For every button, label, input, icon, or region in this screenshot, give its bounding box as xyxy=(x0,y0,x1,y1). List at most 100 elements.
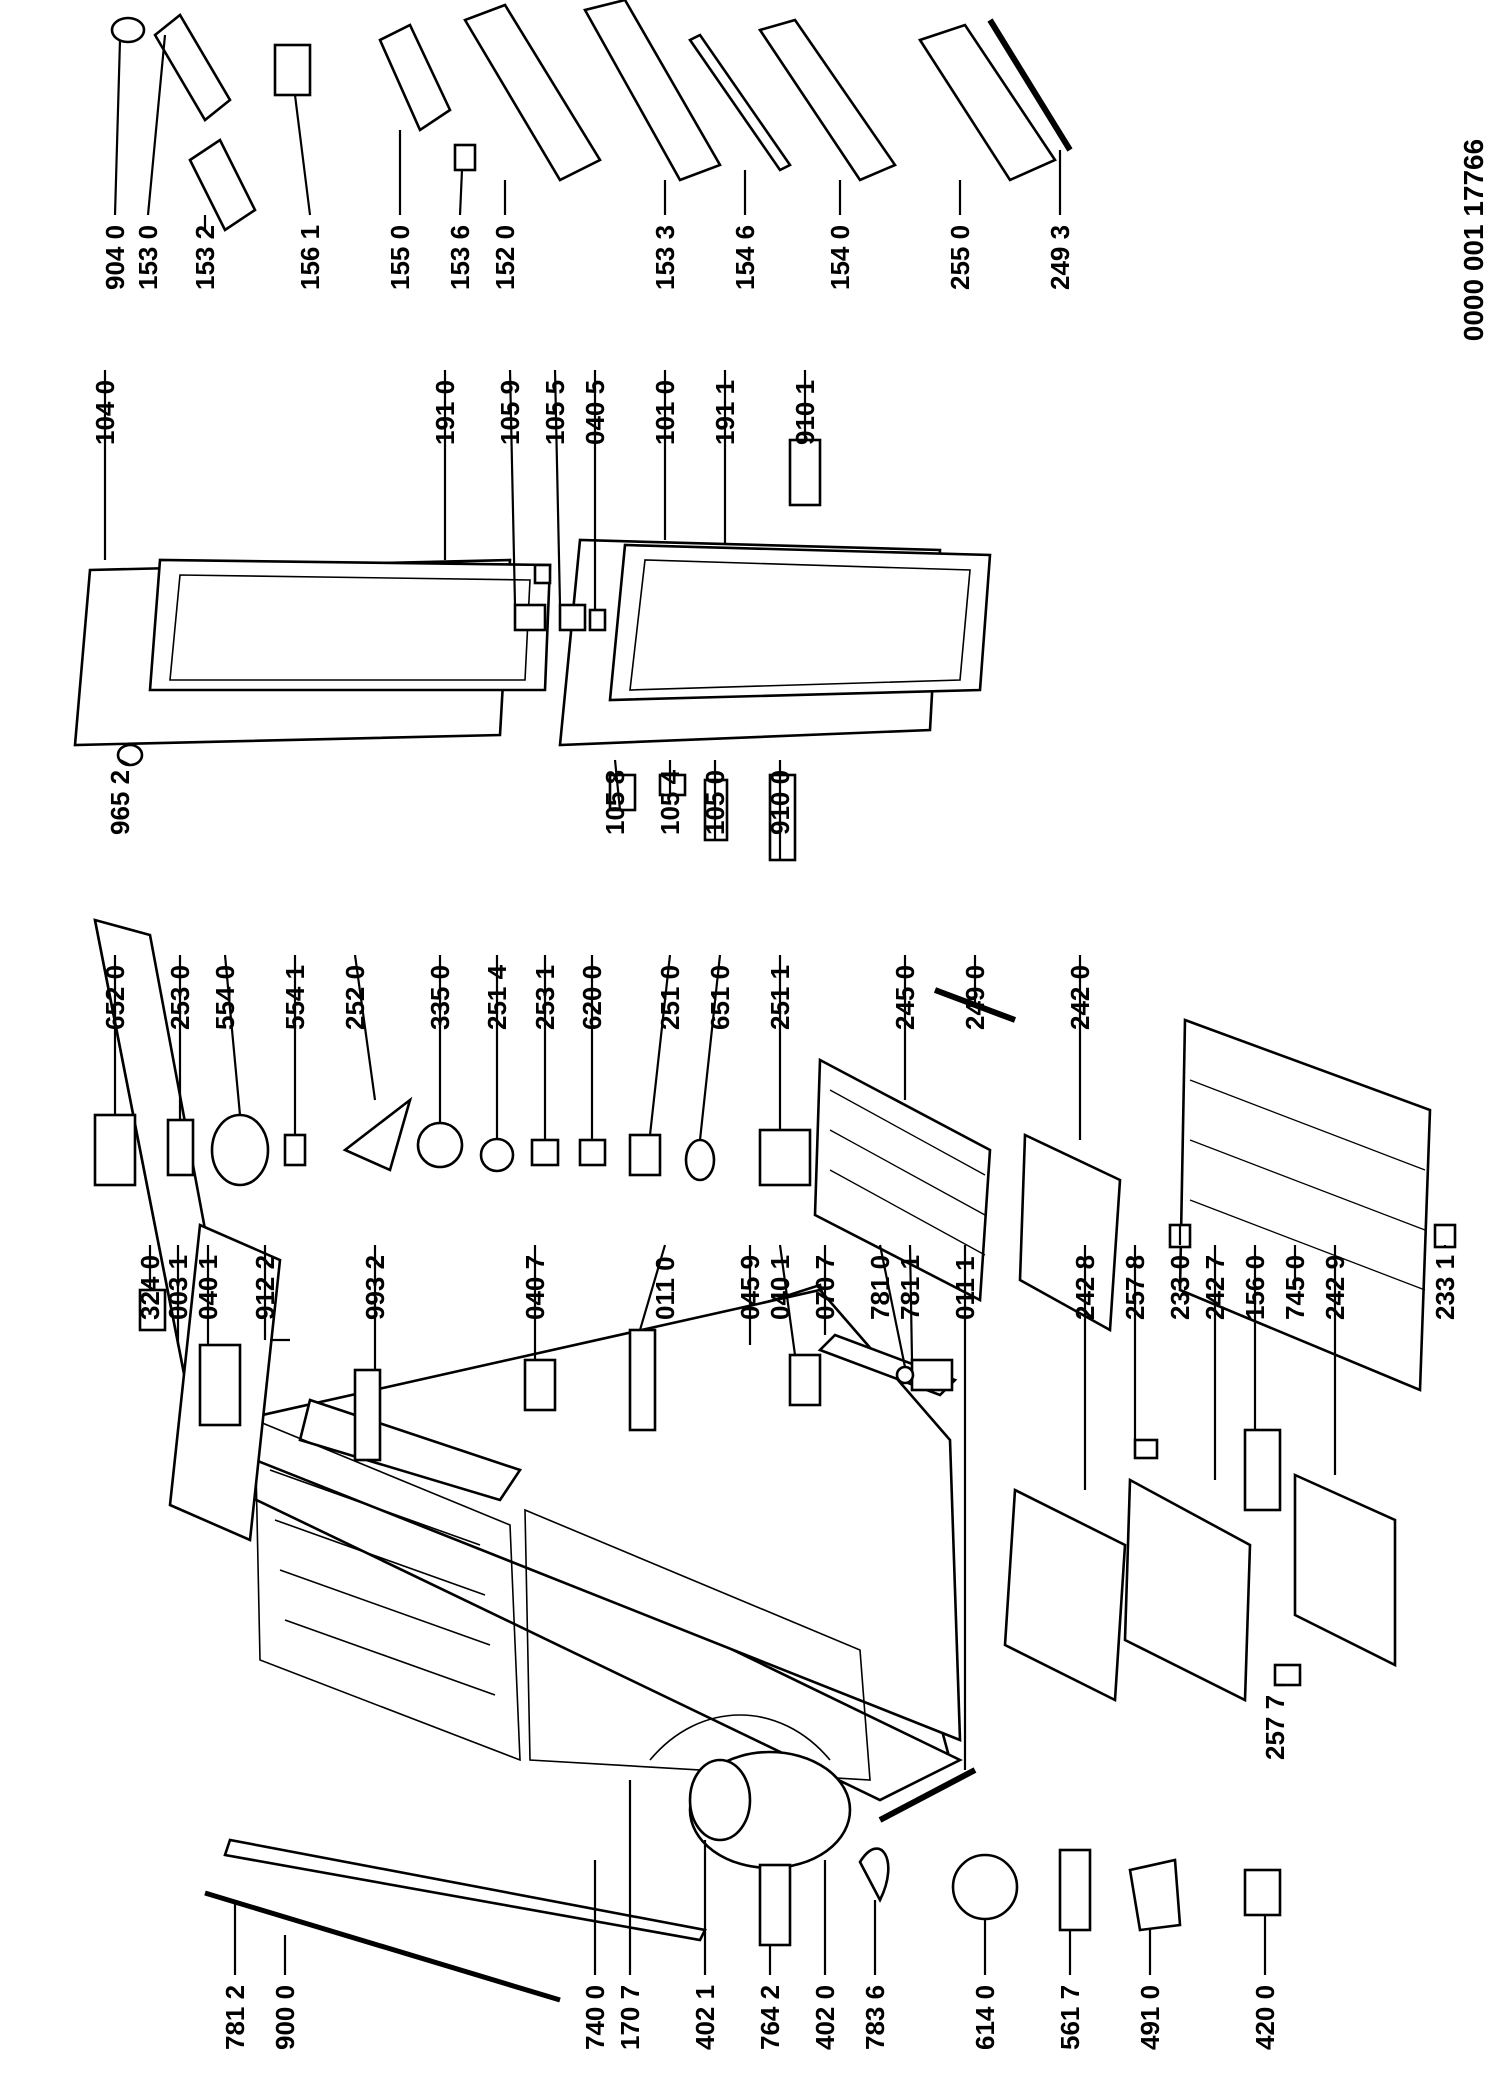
callout-leader xyxy=(353,954,377,1101)
doors-group xyxy=(73,438,992,862)
part-number-label: 783 6 xyxy=(860,1985,890,2050)
part-number-label: 153 3 xyxy=(650,225,680,290)
trim-strip xyxy=(987,18,1073,152)
bottom-hinge xyxy=(788,1353,822,1407)
part-number-label: 993 2 xyxy=(360,1255,390,1320)
bracket xyxy=(513,603,547,632)
part-number-label: 105 8 xyxy=(600,770,630,835)
part-number-label: 070 7 xyxy=(810,1255,840,1320)
door-handle xyxy=(768,773,797,862)
control-housing xyxy=(342,1096,413,1172)
freezer-door-inner xyxy=(629,559,971,691)
basket-wire xyxy=(1189,1139,1426,1231)
shelf-guide xyxy=(284,1619,496,1696)
condenser xyxy=(223,1838,707,1942)
part-number-label: 040 1 xyxy=(765,1255,795,1320)
part-number-label: 900 0 xyxy=(270,1985,300,2050)
switch xyxy=(530,1138,560,1167)
housing xyxy=(758,1128,812,1187)
callout-leader xyxy=(908,1244,914,1361)
part-number-label: 045 9 xyxy=(735,1255,765,1320)
callout-leader xyxy=(146,34,167,216)
part-number-label: 561 7 xyxy=(1055,1985,1085,2050)
freezer-compartment xyxy=(524,1508,871,1781)
light-switch xyxy=(578,1138,607,1167)
basket-wire xyxy=(1189,1079,1426,1171)
part-number-label: 253 1 xyxy=(530,965,560,1030)
bulb xyxy=(684,1138,716,1182)
callout-leader xyxy=(648,954,672,1136)
part-number-label: 011 0 xyxy=(650,1256,680,1320)
crisper xyxy=(1018,1132,1122,1333)
fridge-compartment xyxy=(254,1418,521,1762)
part-number-label: 191 1 xyxy=(710,380,740,445)
compressor-mount xyxy=(649,1714,831,1761)
part-number-label: 651 0 xyxy=(705,965,735,1030)
screw-cap xyxy=(588,608,607,632)
part-number-label: 003 1 xyxy=(163,1255,193,1320)
part-number-label: 233 1 xyxy=(1430,1255,1460,1320)
basket-clip-lower xyxy=(1433,1223,1457,1249)
part-number-label: 242 0 xyxy=(1065,965,1095,1030)
part-number-label: 153 2 xyxy=(190,225,220,290)
callout-leader xyxy=(778,1244,797,1356)
part-number-label: 191 0 xyxy=(430,380,460,445)
door-bin-middle xyxy=(583,0,722,182)
part-number-label: 253 0 xyxy=(165,965,195,1030)
thermostat-probe xyxy=(353,1368,382,1462)
shelf-guide xyxy=(274,1519,486,1596)
egg-knob xyxy=(110,16,146,44)
bottle-rail xyxy=(688,33,792,172)
part-number-label: 781 2 xyxy=(220,1985,250,2050)
part-number-label: 152 0 xyxy=(490,225,520,290)
capacitor xyxy=(1243,1868,1282,1917)
part-number-label: 257 8 xyxy=(1120,1255,1150,1320)
compressor-dome xyxy=(688,1758,752,1842)
callout-leader xyxy=(113,39,122,216)
part-number-label: 740 0 xyxy=(580,1985,610,2050)
shelf-guide xyxy=(279,1569,491,1646)
thermostat xyxy=(93,1113,137,1187)
part-number-label: 011 1 xyxy=(950,1256,980,1320)
part-number-label: 910 1 xyxy=(790,380,820,445)
part-number-label: 904 0 xyxy=(100,225,130,290)
part-number-label: 965 2 xyxy=(105,770,135,835)
clip xyxy=(523,1358,557,1412)
part-number-label: 420 0 xyxy=(1250,1985,1280,2050)
drawer-clip xyxy=(1273,1663,1302,1687)
part-number-label: 101 0 xyxy=(650,380,680,445)
knob xyxy=(166,1118,195,1177)
callout-leader xyxy=(293,94,312,216)
part-number-label: 251 1 xyxy=(765,965,795,1030)
drawer-upper xyxy=(1003,1487,1127,1703)
lamp-cover xyxy=(210,1113,270,1187)
part-number-label: 554 1 xyxy=(280,965,310,1030)
part-number-label: 154 0 xyxy=(825,225,855,290)
butter-box-lid xyxy=(188,138,257,232)
callout-leader xyxy=(878,1244,907,1368)
capillary xyxy=(758,1863,792,1947)
hinge-pin xyxy=(658,773,687,797)
part-number-label: 491 0 xyxy=(1135,1985,1165,2050)
part-number-label: 402 0 xyxy=(810,1985,840,2050)
part-number-label: 040 5 xyxy=(580,380,610,445)
lamp-holder xyxy=(283,1133,307,1167)
part-number-label: 652 0 xyxy=(100,965,130,1030)
callout-leader xyxy=(119,759,131,766)
fittings-group xyxy=(93,987,1017,1303)
ice-tray xyxy=(1243,1428,1282,1512)
part-number-label: 614 0 xyxy=(970,1985,1000,2050)
part-number-label: 105 5 xyxy=(540,380,570,445)
part-number-label: 105 9 xyxy=(495,380,525,445)
part-number-label: 324 0 xyxy=(135,1255,165,1320)
starter xyxy=(1058,1848,1092,1932)
top-hinge xyxy=(198,1343,242,1427)
part-number-label: 402 1 xyxy=(690,1985,720,2050)
part-number-label: 104 0 xyxy=(90,380,120,445)
shelf-slat xyxy=(829,1169,986,1256)
part-number-label: 040 7 xyxy=(520,1255,550,1320)
part-number-label: 242 8 xyxy=(1070,1255,1100,1320)
bottom-rail xyxy=(878,1767,977,1823)
